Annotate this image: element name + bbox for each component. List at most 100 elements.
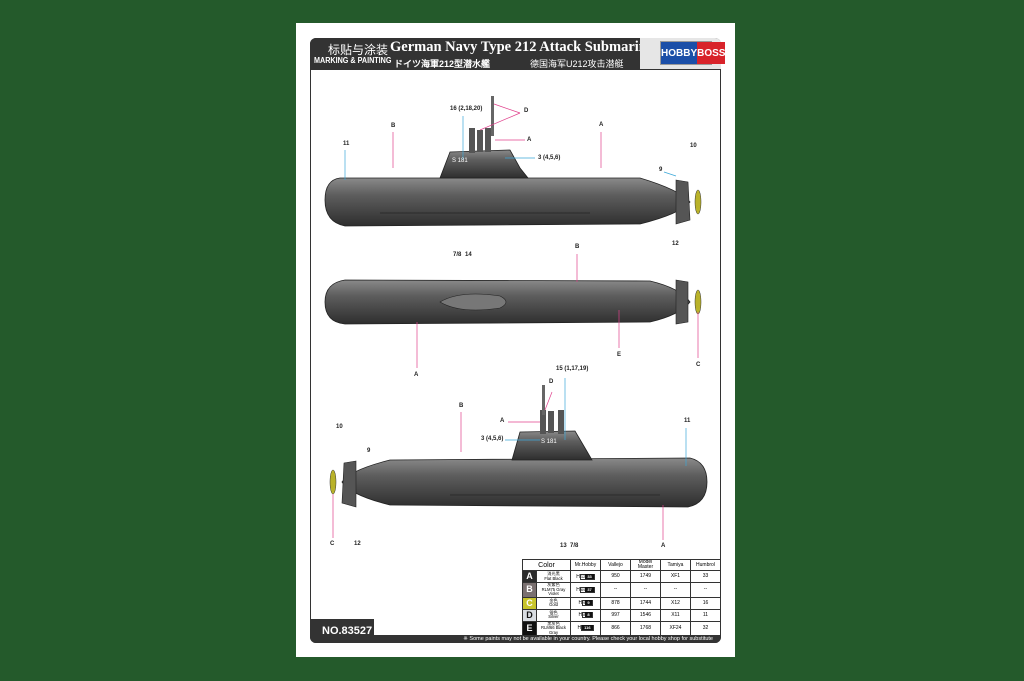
vallejo-code: -- — [600, 582, 631, 598]
callout-label: C — [330, 541, 335, 547]
callout-label: 12 — [354, 541, 361, 547]
callout-label: 12 — [672, 241, 679, 247]
mrhobby-h: 8 — [583, 612, 585, 617]
vallejo-code: 950 — [600, 570, 631, 583]
callout-label: B — [391, 123, 396, 129]
column-header: Humbrol — [689, 559, 722, 571]
callout-label: 14 — [465, 252, 472, 258]
humbrol-code: 32 — [689, 620, 722, 636]
mrhobby-h: 12 — [580, 573, 586, 579]
title-chinese: 标贴与涂装 — [328, 43, 389, 57]
mrhobby-c: 9 — [585, 600, 592, 605]
color-name: Flat Black — [544, 575, 563, 581]
page-title: German Navy Type 212 Attack Submarine — [390, 39, 654, 55]
color-code: A — [522, 570, 537, 583]
callout-label: 3 (4,5,6) — [538, 155, 561, 161]
mrhobby-c: 37 — [585, 586, 594, 592]
tamiya-code: X12 — [659, 596, 691, 610]
title-japanese: ドイツ海軍212型潜水艦 — [394, 59, 491, 69]
logo-part: BOSS — [697, 42, 726, 64]
column-header: Model Master — [629, 559, 661, 571]
mrhobby-c: 33 — [585, 573, 594, 579]
callout-label: 10 — [336, 424, 343, 430]
mrhobby-h: 69 — [580, 586, 586, 592]
color-code: B — [522, 582, 537, 598]
hull-number: S 181 — [541, 439, 557, 445]
vallejo-code: 866 — [600, 620, 631, 636]
callout-label: A — [527, 137, 532, 143]
humbrol-code: 16 — [689, 596, 722, 610]
model-master-code: 1749 — [629, 570, 661, 583]
submarine-side-view-bottom — [329, 385, 708, 508]
color-name: Gold — [549, 602, 558, 607]
color-name: RLM75 Gray Violet — [541, 586, 566, 596]
callout-label: 9 — [367, 448, 371, 454]
callout-label: 15 (1,17,19) — [556, 366, 589, 372]
mrhobby-code: H88 — [570, 608, 601, 622]
header-bar: 标贴与涂装 MARKING & PAINTING German Navy Typ… — [310, 38, 654, 70]
callout-label: E — [617, 352, 622, 358]
model-master-code: -- — [629, 582, 661, 598]
footnote: ※ Some paints may not be available in yo… — [372, 635, 721, 643]
model-master-code: 1768 — [629, 620, 661, 636]
callout-label: 7/8 — [570, 543, 579, 549]
model-master-code: 1744 — [629, 596, 661, 610]
color-name-cn: 黑灰色 — [547, 621, 560, 626]
column-header: Vallejo — [600, 559, 631, 571]
leader-lines — [332, 103, 699, 540]
callout-label: A — [414, 372, 419, 378]
logo-part: HOBBY — [661, 42, 698, 64]
callout-label: 11 — [684, 418, 691, 424]
table-row: C金色GoldH998781744X1216 — [522, 596, 722, 610]
callout-label: C — [696, 362, 701, 368]
vallejo-code: 997 — [600, 608, 631, 622]
callout-label: A — [599, 122, 604, 128]
color-name: Silver — [548, 614, 559, 619]
mrhobby-h: 9 — [583, 600, 585, 605]
table-header-row: Color Mr.Hobby Vallejo Model Master Tami… — [521, 559, 722, 571]
color-code: C — [522, 596, 537, 610]
callout-label: 16 (2,18,20) — [450, 106, 483, 112]
callout-label: B — [459, 403, 464, 409]
callout-label: D — [549, 379, 554, 385]
column-header: Color — [521, 559, 572, 571]
callout-label: A — [661, 543, 666, 549]
submarine-top-view — [324, 279, 702, 325]
color-name-cn: 消光黑 — [547, 571, 560, 576]
mrhobby-c: 8 — [585, 612, 592, 617]
callout-label: 7/8 — [453, 252, 462, 258]
color-name: RLM66 Black Gray — [541, 625, 566, 635]
vallejo-code: 878 — [600, 596, 631, 610]
humbrol-code: 11 — [689, 608, 722, 622]
mrhobby-c: 116 — [582, 625, 593, 631]
hobbyboss-logo: HOBBY BOSS — [660, 41, 726, 65]
humbrol-code: 33 — [689, 570, 722, 583]
mrhobby-code: H99 — [570, 596, 601, 610]
callout-label: A — [500, 418, 505, 424]
leader-lines-blue — [344, 116, 687, 466]
callout-label: 13 — [560, 543, 567, 549]
callout-label: 11 — [343, 141, 350, 147]
callout-label: 9 — [659, 167, 663, 173]
table-row: D银色SilverH889971546X1111 — [522, 608, 722, 622]
paint-color-table: Color Mr.Hobby Vallejo Model Master Tami… — [521, 559, 722, 636]
humbrol-code: -- — [689, 582, 722, 598]
title-chinese-2: 德国海军U212攻击潜艇 — [530, 59, 624, 69]
tamiya-code: X11 — [659, 608, 691, 622]
submarine-side-view-top — [324, 96, 702, 227]
color-name-cn: 银色 — [549, 609, 558, 615]
callout-label: D — [524, 108, 529, 114]
color-code: D — [522, 608, 537, 622]
hull-number: S 181 — [452, 158, 468, 164]
tamiya-code: XF24 — [659, 620, 691, 636]
